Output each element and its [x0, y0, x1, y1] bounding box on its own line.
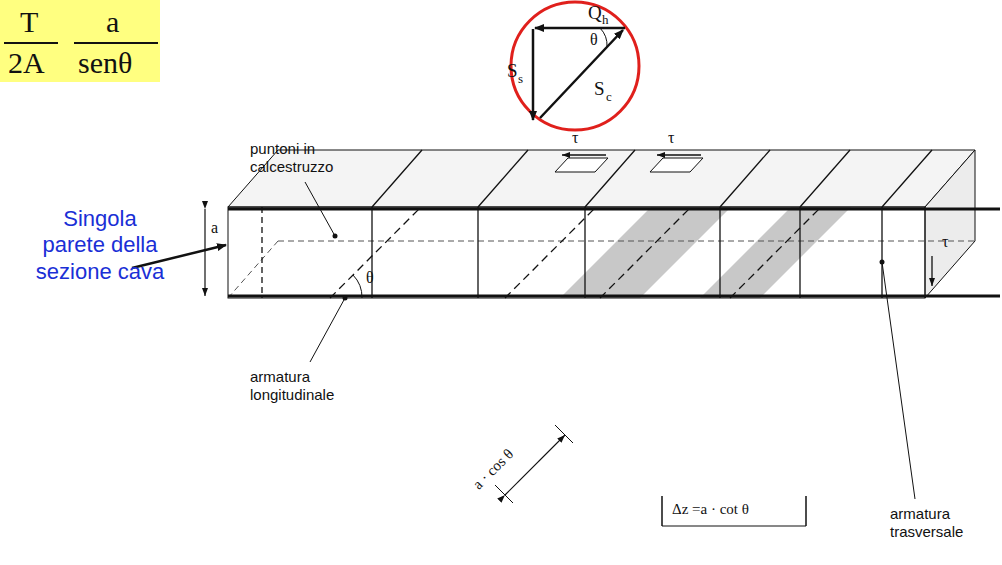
force-symbol: S — [594, 78, 605, 101]
stress-symbol: τ — [572, 128, 578, 147]
formula-term: 2A — [8, 45, 45, 81]
stress-symbol: τ — [942, 232, 948, 251]
formula-term: a — [106, 4, 119, 40]
force-subscript: s — [518, 71, 523, 87]
angle-symbol: θ — [590, 30, 598, 49]
callout-text: Singola parete della sezione cava — [35, 206, 165, 285]
angle-symbol: θ — [366, 268, 374, 287]
formula-term: T — [20, 4, 38, 40]
dimension-label: Δz =a · cot θ — [672, 500, 749, 518]
part-label: puntoni in calcestruzzo — [250, 140, 360, 176]
dimension-label: a · cos θ — [469, 445, 517, 493]
stress-symbol: τ — [668, 128, 674, 147]
formula-term: senθ — [78, 45, 132, 81]
part-label: armatura longitudinale — [250, 368, 360, 404]
dimension-label: a — [211, 218, 218, 237]
force-subscript: h — [602, 12, 609, 28]
force-symbol: S — [507, 60, 518, 83]
force-subscript: c — [606, 89, 612, 105]
part-label: armatura trasversale — [890, 505, 990, 541]
force-symbol: Q — [588, 2, 602, 25]
